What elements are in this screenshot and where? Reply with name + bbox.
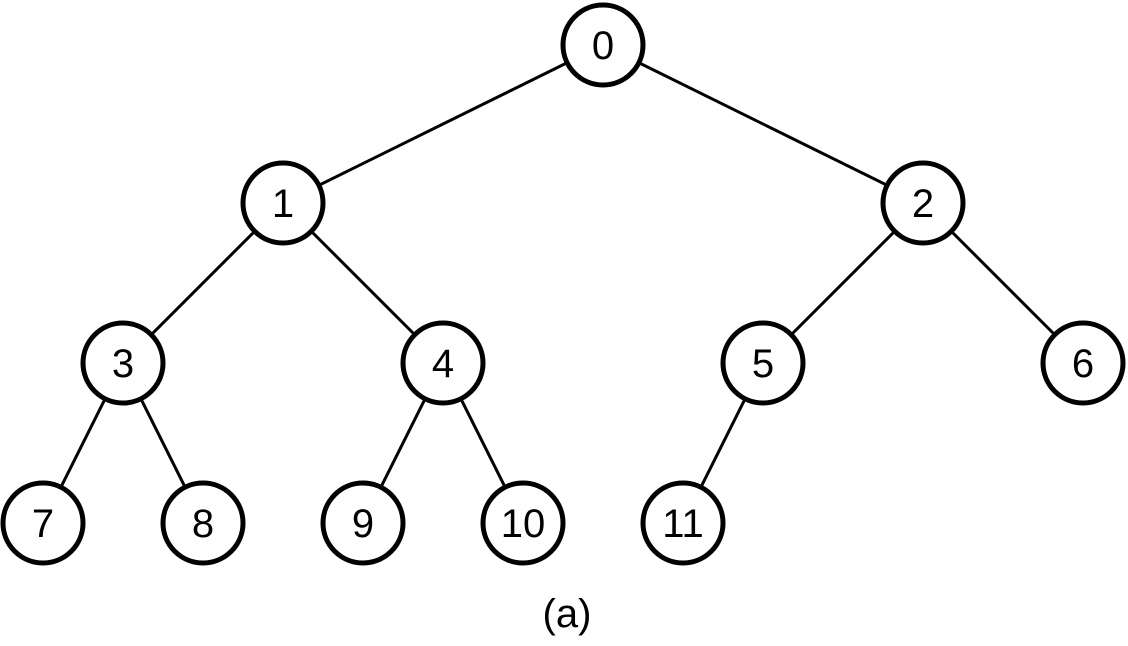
- tree-edge-0-1: [282, 43, 604, 205]
- tree-node-circle-11: [640, 480, 726, 566]
- tree-node-9: 9: [320, 480, 406, 566]
- tree-node-11: 11: [640, 480, 726, 566]
- tree-node-circle-7: [0, 480, 86, 566]
- tree-node-label-8: 8: [192, 502, 214, 546]
- tree-node-label-1: 1: [272, 182, 294, 226]
- tree-node-label-5: 5: [752, 342, 774, 386]
- tree-node-4: 4: [400, 320, 486, 406]
- tree-node-label-4: 4: [432, 342, 454, 386]
- tree-node-circle-4: [400, 320, 486, 406]
- tree-node-8: 8: [160, 480, 246, 566]
- tree-node-label-3: 3: [112, 342, 134, 386]
- tree-node-10: 10: [480, 480, 566, 566]
- tree-node-circle-6: [1040, 320, 1126, 406]
- tree-node-label-11: 11: [662, 502, 704, 546]
- tree-node-circle-9: [320, 480, 406, 566]
- tree-node-circle-5: [720, 320, 806, 406]
- tree-node-circle-0: [560, 2, 646, 88]
- tree-node-circle-3: [80, 320, 166, 406]
- tree-node-label-2: 2: [912, 182, 934, 226]
- tree-node-circle-10: [480, 480, 566, 566]
- tree-node-6: 6: [1040, 320, 1126, 406]
- tree-node-7: 7: [0, 480, 86, 566]
- tree-node-1: 1: [240, 160, 326, 246]
- figure-caption: (a): [542, 592, 592, 636]
- tree-node-2: 2: [880, 160, 966, 246]
- tree-node-circle-2: [880, 160, 966, 246]
- tree-node-5: 5: [720, 320, 806, 406]
- tree-node-circle-1: [240, 160, 326, 246]
- tree-node-label-0: 0: [592, 24, 614, 68]
- tree-node-label-10: 10: [501, 502, 546, 546]
- tree-node-0: 0: [560, 2, 646, 88]
- tree-edge-0-2: [602, 43, 924, 205]
- tree-node-label-7: 7: [32, 502, 54, 546]
- tree-node-label-9: 9: [352, 502, 374, 546]
- tree-node-label-6: 6: [1072, 342, 1094, 386]
- tree-node-3: 3: [80, 320, 166, 406]
- tree-node-circle-8: [160, 480, 246, 566]
